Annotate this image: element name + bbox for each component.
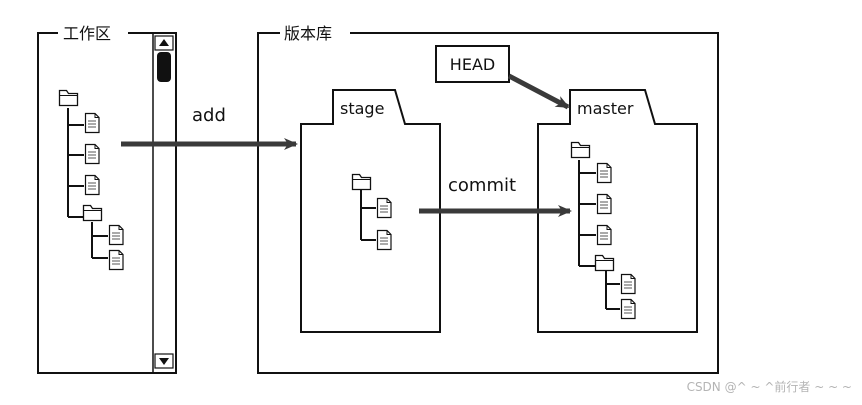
file-icon bbox=[108, 249, 124, 271]
folder-icon bbox=[82, 204, 103, 222]
file-icon bbox=[84, 112, 100, 134]
file-icon bbox=[596, 162, 612, 184]
file-icon bbox=[620, 273, 636, 295]
file-icon bbox=[620, 298, 636, 320]
stage-label: stage bbox=[340, 99, 384, 118]
workspace-frame bbox=[37, 32, 177, 374]
workspace-scrollbar[interactable] bbox=[152, 33, 174, 373]
file-icon bbox=[84, 143, 100, 165]
file-icon bbox=[108, 224, 124, 246]
file-icon bbox=[596, 193, 612, 215]
repository-title: 版本库 bbox=[284, 24, 332, 43]
scroll-thumb[interactable] bbox=[157, 52, 171, 82]
file-icon bbox=[376, 229, 392, 251]
file-icon bbox=[84, 174, 100, 196]
head-pointer: HEAD bbox=[435, 45, 510, 83]
master-file-tree bbox=[578, 160, 620, 310]
stage-folder: stage bbox=[300, 89, 441, 333]
repository-panel: 版本库 stage master bbox=[257, 24, 719, 374]
head-box bbox=[435, 45, 510, 83]
add-arrow: add bbox=[121, 105, 298, 150]
commit-arrow: commit bbox=[419, 175, 572, 217]
workspace-file-tree bbox=[67, 108, 108, 259]
stage-file-tree bbox=[360, 190, 376, 241]
commit-label: commit bbox=[448, 175, 516, 196]
head-arrow-line bbox=[507, 73, 570, 110]
head-arrow bbox=[507, 73, 570, 110]
repository-frame bbox=[257, 32, 719, 374]
watermark: CSDN @^ ~ ^前行者 ~ ~ ~ bbox=[687, 379, 852, 394]
workspace-panel: 工作区 bbox=[37, 24, 177, 374]
file-icon bbox=[376, 197, 392, 219]
file-icon bbox=[596, 224, 612, 246]
add-label: add bbox=[192, 105, 226, 126]
workspace-title: 工作区 bbox=[63, 24, 111, 43]
master-folder: master bbox=[537, 89, 698, 333]
head-label: HEAD bbox=[450, 55, 495, 74]
master-label: master bbox=[577, 99, 634, 118]
folder-icon bbox=[58, 89, 79, 107]
